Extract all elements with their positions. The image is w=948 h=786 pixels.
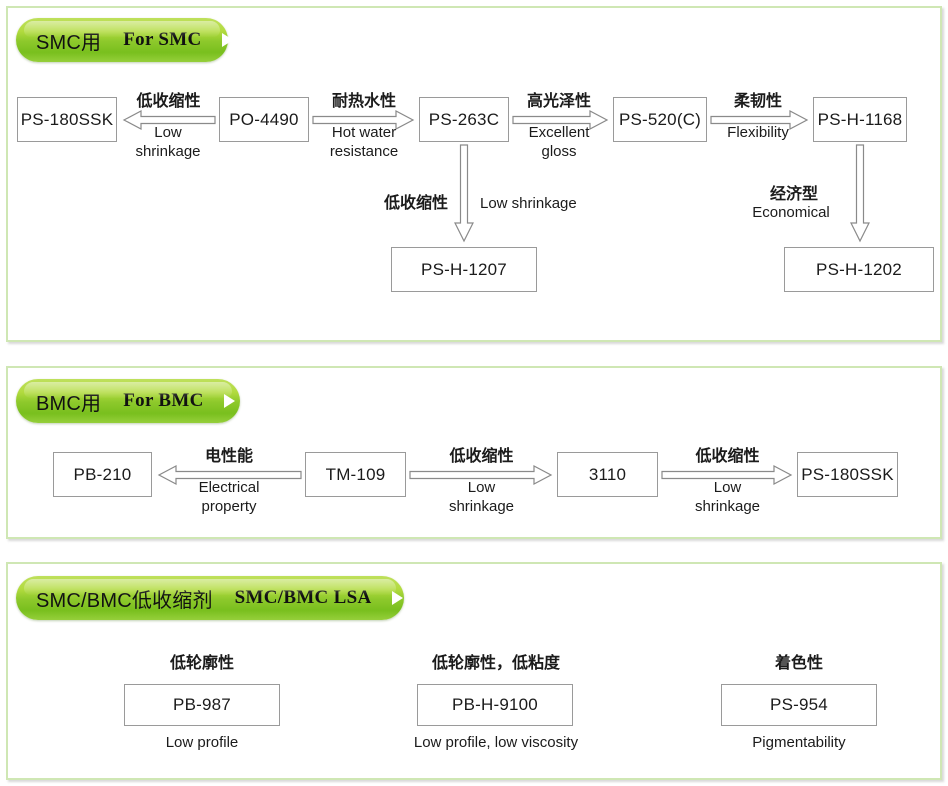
section-title-cn-bmc: BMC用 [36,392,102,415]
node-ps-954[interactable]: PS-954 [721,684,877,726]
node-ps-520c[interactable]: PS-520(C) [613,97,707,142]
node-ps-263c[interactable]: PS-263C [419,97,509,142]
arrow-left-po4490-to-ps180ssk [122,110,216,130]
triangle-right-icon [221,33,233,47]
node-ps-180ssk-bmc[interactable]: PS-180SSK [797,452,898,497]
node-ps-h-1168[interactable]: PS-H-1168 [813,97,907,142]
section-title-pill-lsa[interactable]: SMC/BMC低收缩剂 SMC/BMC LSA [16,576,404,620]
arrow-right-3110-to-ps180ssk [661,465,793,485]
arrow-right-ps263c-to-ps520c [512,110,609,130]
section-title-cn-smc: SMC用 [36,31,102,54]
arrow-right-po4490-to-ps263c [312,110,415,130]
node-ps-h-1202[interactable]: PS-H-1202 [784,247,934,292]
arrow-down-ps263c-to-psh1207 [454,144,474,243]
node-ps-180ssk[interactable]: PS-180SSK [17,97,117,142]
node-pb-210[interactable]: PB-210 [53,452,152,497]
arrow-right-ps520c-to-psh1168 [710,110,809,130]
section-title-pill-smc[interactable]: SMC用 For SMC [16,18,233,62]
node-pb-h-9100[interactable]: PB-H-9100 [417,684,573,726]
node-po-4490[interactable]: PO-4490 [219,97,309,142]
arrow-right-tm109-to-3110 [409,465,553,485]
section-title-en-bmc: For BMC [123,390,204,411]
triangle-right-icon [391,591,403,605]
arrow-left-tm109-to-pb210 [157,465,302,485]
node-pb-987[interactable]: PB-987 [124,684,280,726]
section-title-cn-lsa: SMC/BMC低收缩剂 [36,589,213,612]
section-title-en-lsa: SMC/BMC LSA [234,587,372,608]
section-title-pill-bmc[interactable]: BMC用 For BMC [16,379,240,423]
section-title-en-smc: For SMC [123,29,202,50]
node-3110[interactable]: 3110 [557,452,658,497]
arrow-down-psh1168-to-psh1202 [850,144,870,243]
node-ps-h-1207[interactable]: PS-H-1207 [391,247,537,292]
node-tm-109[interactable]: TM-109 [305,452,406,497]
triangle-right-icon [223,394,235,408]
